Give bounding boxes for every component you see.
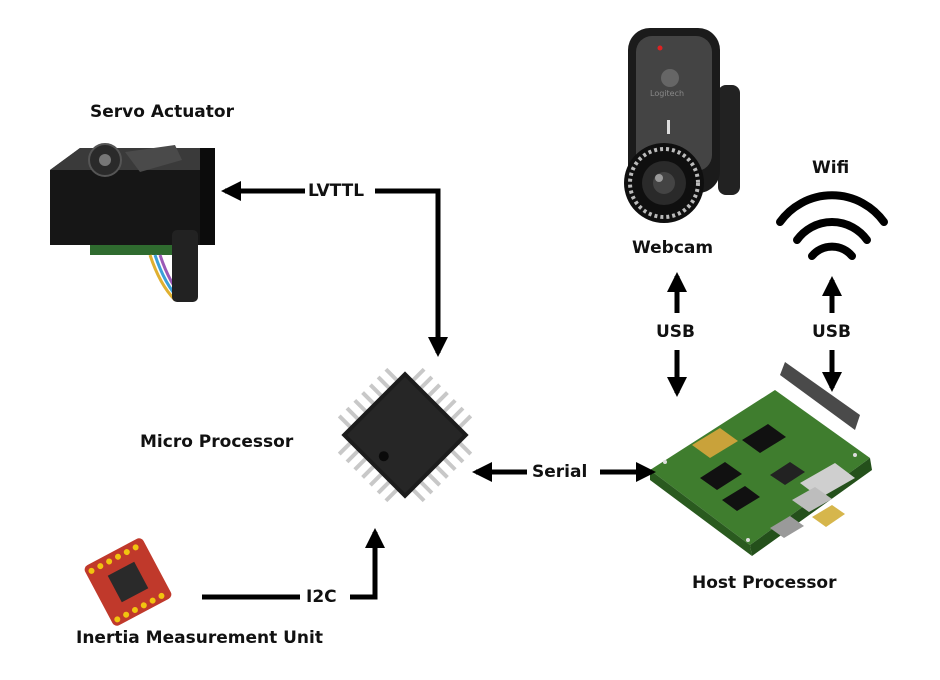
wifi-icon bbox=[776, 191, 888, 260]
servo-actuator-image bbox=[50, 143, 215, 302]
servo-actuator-label: Servo Actuator bbox=[90, 102, 234, 122]
imu-label: Inertia Measurement Unit bbox=[76, 628, 323, 648]
micro-processor-label: Micro Processor bbox=[140, 432, 294, 452]
host-processor-label: Host Processor bbox=[692, 573, 837, 593]
i2c-connection-label: I2C bbox=[306, 587, 337, 607]
micro-processor-chip-image bbox=[337, 367, 473, 503]
usb-wifi-connection-label: USB bbox=[812, 322, 852, 342]
host-processor-board-image bbox=[650, 362, 872, 556]
usb-webcam-connection-label: USB bbox=[656, 322, 696, 342]
webcam-brand-text: Logitech bbox=[650, 89, 684, 98]
webcam-image: Logitech bbox=[624, 28, 740, 223]
lvttl-connection-label: LVTTL bbox=[308, 181, 365, 201]
imu-board-image bbox=[84, 538, 172, 626]
i2c-arrow-to-micro bbox=[350, 528, 385, 600]
wifi-label: Wifi bbox=[812, 158, 850, 178]
serial-connection-label: Serial bbox=[532, 462, 588, 482]
webcam-label: Webcam bbox=[632, 238, 714, 258]
lvttl-arrow-to-micro bbox=[375, 188, 448, 357]
